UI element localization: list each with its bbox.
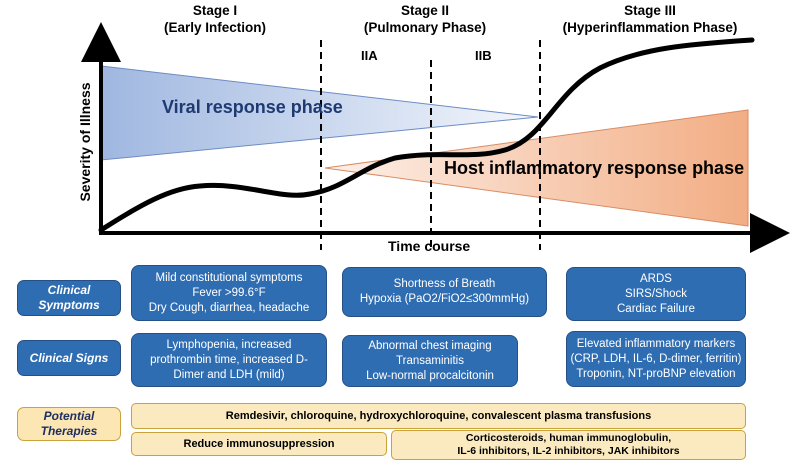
- x-axis-label: Time course: [388, 238, 471, 254]
- signs-stage-2-line-1: Abnormal chest imaging: [368, 339, 492, 352]
- symptoms-stage-2-line-2: Hypoxia (PaO2/FiO2≤300mmHg): [359, 293, 530, 305]
- stage-2-title: Stage II: [400, 3, 449, 18]
- host-phase-label: Host inflammatory response phase: [444, 158, 745, 178]
- signs-stage-3-line-1: Elevated inflammatory markers: [576, 337, 736, 350]
- symptoms-stage-2-line-1: Shortness of Breath: [393, 278, 496, 290]
- therapy-late: Corticosteroids, human immunoglobulin, I…: [391, 430, 746, 460]
- viral-phase-label: Viral response phase: [162, 97, 343, 117]
- substage-iib-label: IIB: [475, 48, 492, 63]
- symptoms-stage-3-line-2: SIRS/Shock: [625, 287, 687, 300]
- host-response-wedge: [324, 109, 749, 227]
- stage-3-title: Stage III: [624, 3, 676, 18]
- symptoms-stage-1-line-1: Mild constitutional symptoms: [155, 271, 303, 284]
- symptoms-stage-1: Mild constitutional symptoms Fever >99.6…: [131, 265, 327, 321]
- signs-stage-3: Elevated inflammatory markers (CRP, LDH,…: [566, 331, 746, 387]
- symptoms-stage-3: ARDS SIRS/Shock Cardiac Failure: [566, 267, 746, 321]
- therapy-all-stages: Remdesivir, chloroquine, hydroxychloroqu…: [131, 403, 746, 429]
- signs-stage-2-line-3: Low-normal procalcitonin: [366, 369, 494, 382]
- stage-1-title: Stage I: [192, 3, 238, 18]
- clinical-symptoms-label: Clinical Symptoms: [17, 280, 121, 316]
- signs-stage-3-line-3: Troponin, NT-proBNP elevation: [576, 367, 736, 380]
- signs-stage-1-line-1: Lymphopenia, increased: [166, 338, 292, 351]
- symptoms-stage-2: Shortness of Breath Hypoxia (PaO2/FiO2≤3…: [342, 267, 547, 317]
- clinical-signs-label: Clinical Signs: [17, 340, 121, 376]
- symptoms-stage-1-line-3: Dry Cough, diarrhea, headache: [148, 301, 310, 314]
- potential-therapies-label: Potential Therapies: [17, 407, 121, 441]
- stage-3-header: Stage III (Hyperinflammation Phase): [555, 2, 745, 36]
- disease-progression-diagram: [81, 22, 790, 253]
- severity-curve: [98, 37, 755, 233]
- signs-stage-1-line-3: Dimer and LDH (mild): [173, 368, 285, 381]
- therapy-early: Reduce immunosuppression: [131, 432, 387, 456]
- stage-1-header: Stage I (Early Infection): [150, 2, 280, 36]
- signs-stage-2-line-2: Transaminitis: [396, 354, 464, 367]
- therapy-early-text: Reduce immunosuppression: [183, 438, 335, 450]
- stage-1-subtitle: (Early Infection): [163, 20, 266, 35]
- therapy-all-stages-text: Remdesivir, chloroquine, hydroxychloroqu…: [225, 410, 652, 422]
- signs-stage-1: Lymphopenia, increased prothrombin time,…: [131, 333, 327, 387]
- therapy-late-line-2: IL-6 inhibitors, IL-2 inhibitors, JAK in…: [457, 445, 680, 457]
- symptoms-stage-1-line-2: Fever >99.6°F: [192, 286, 266, 299]
- signs-stage-2: Abnormal chest imaging Transaminitis Low…: [342, 335, 518, 387]
- stage-2-subtitle: (Pulmonary Phase): [363, 20, 487, 35]
- signs-stage-1-line-2: prothrombin time, increased D-: [150, 353, 308, 366]
- substage-iia-label: IIA: [361, 48, 378, 63]
- stage-2-header: Stage II (Pulmonary Phase): [355, 2, 495, 36]
- symptoms-stage-3-line-3: Cardiac Failure: [617, 302, 695, 315]
- therapy-late-line-1: Corticosteroids, human immunoglobulin,: [465, 432, 672, 444]
- stage-3-subtitle: (Hyperinflammation Phase): [562, 20, 738, 35]
- y-axis-label: Severity of Illness: [77, 82, 93, 202]
- symptoms-stage-3-line-1: ARDS: [640, 272, 672, 285]
- signs-stage-3-line-2: (CRP, LDH, IL-6, D-dimer, ferritin): [570, 352, 742, 365]
